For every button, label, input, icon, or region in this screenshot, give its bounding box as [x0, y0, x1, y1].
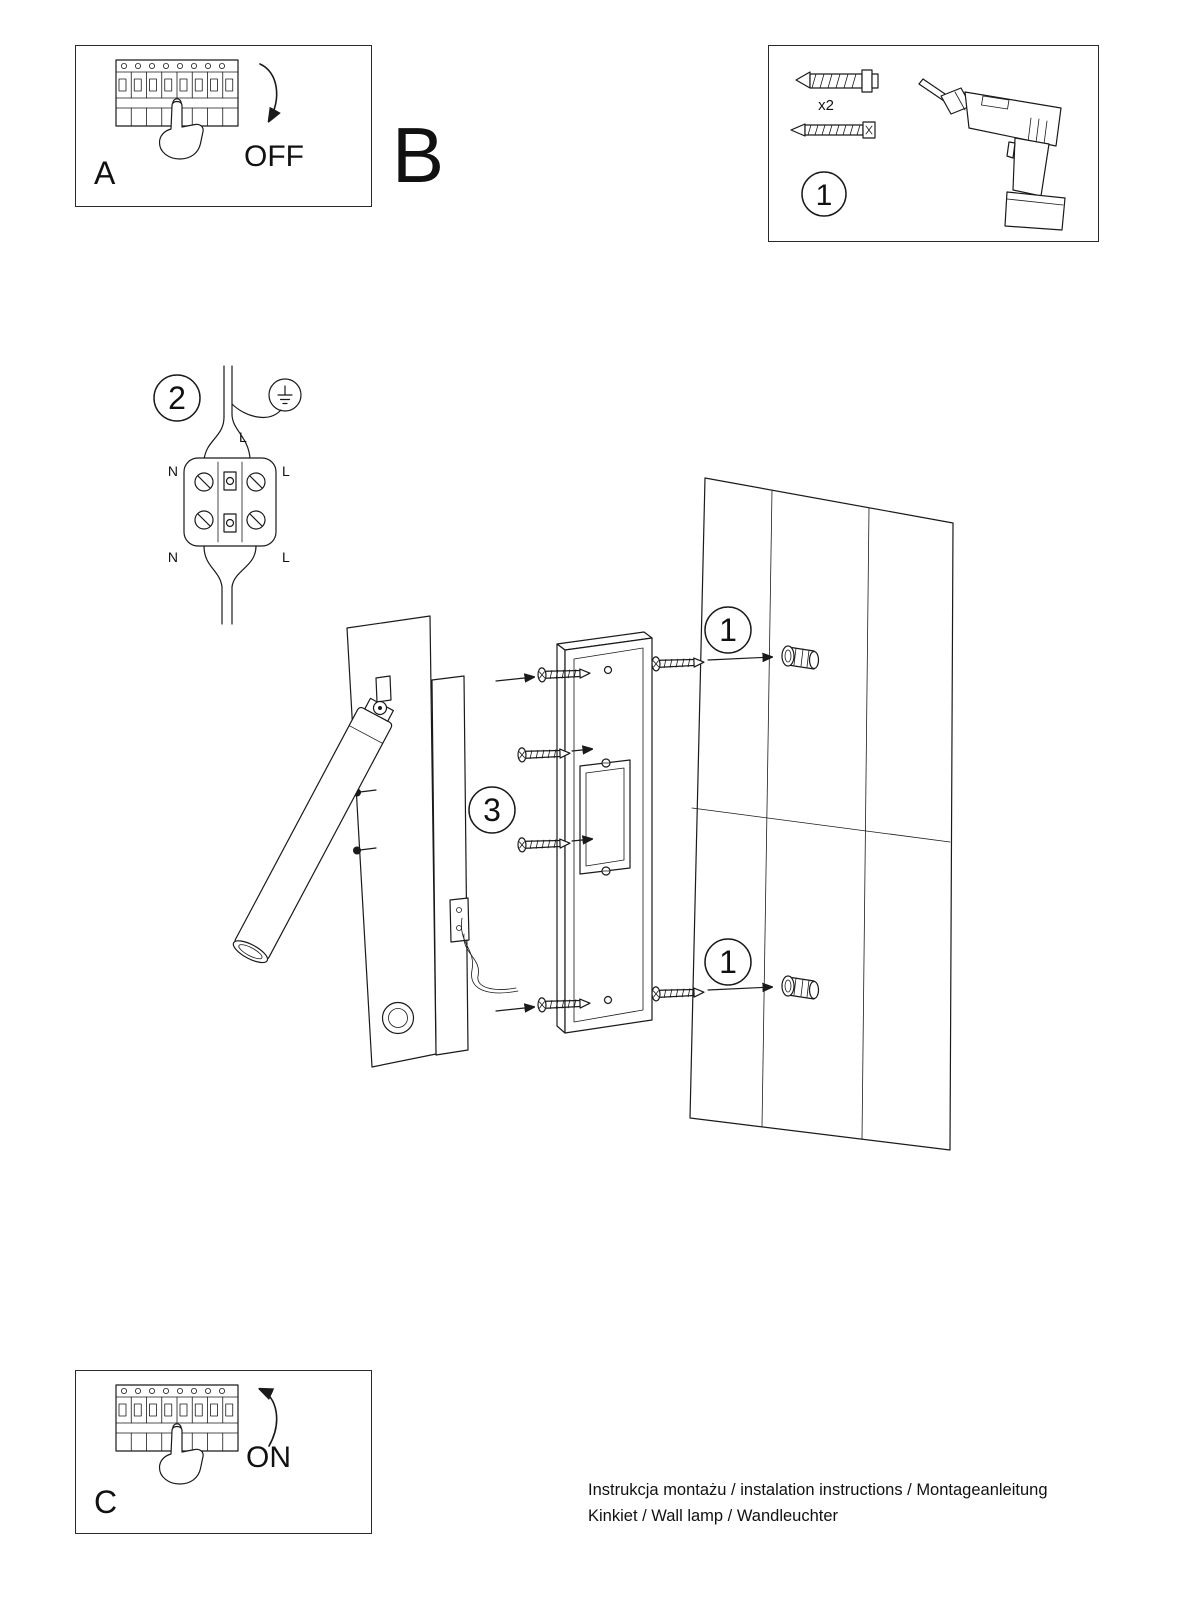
exploded-view: 1 1: [200, 448, 1010, 1208]
arrow-top-right: [707, 657, 772, 660]
arrow-bottom-right: [707, 987, 772, 990]
section-c-label: C: [94, 1484, 117, 1520]
pointing-hand-icon: [158, 100, 204, 160]
power-on-illustration: ON C: [94, 1384, 291, 1520]
screw-step-badge: 3: [468, 786, 516, 834]
svg-text:1: 1: [719, 944, 737, 980]
wall-anchor-icon: [795, 69, 879, 93]
tube-pivot-post: [375, 675, 392, 703]
footer-line-2: Kinkiet / Wall lamp / Wandleuchter: [588, 1506, 839, 1525]
svg-text:1: 1: [816, 179, 833, 212]
section-a-label: A: [94, 155, 116, 191]
lamp-wires: [461, 917, 519, 994]
junction-box: [579, 758, 631, 876]
screw-icon: [790, 121, 876, 139]
power-on-panel: ON C: [75, 1370, 372, 1534]
lamp-assembly: [232, 615, 519, 1068]
power-off-illustration: OFF A: [94, 59, 304, 191]
section-b-label: B: [392, 111, 445, 199]
lamp-back-plate: [431, 675, 469, 1056]
mounting-screw-top-right-icon: [651, 654, 705, 672]
switch-off-arrow-icon: [259, 63, 277, 121]
on-state-label: ON: [246, 1441, 291, 1474]
wiring-diagram: 2 L: [140, 362, 350, 652]
wall-anchor-bottom-icon: [781, 975, 820, 1000]
svg-text:2: 2: [168, 380, 186, 416]
terminal-block: [183, 457, 277, 547]
arrow-mid-bottom: [571, 839, 592, 841]
tube-pivot-pin: [378, 706, 382, 710]
arrow-mid-top: [571, 749, 592, 751]
footer-line-1: Instrukcja montażu / instalation instruc…: [588, 1481, 1048, 1499]
svg-text:3: 3: [483, 792, 501, 828]
wall-anchor-top-icon: [781, 645, 820, 670]
wire-label-left-n: N: [168, 463, 178, 479]
exploded-illustration: 1 1: [232, 477, 954, 1151]
ground-icon: [268, 378, 302, 412]
wire-label-bottom-l: L: [282, 549, 290, 565]
mounting-bracket: [556, 631, 653, 1034]
lamp-tube: [232, 697, 394, 964]
anchor-step-badge-bottom: 1: [704, 938, 752, 986]
wiring-step-badge: 2: [153, 374, 201, 422]
arrow-top-left: [495, 677, 534, 681]
lamp-front-plate: [346, 615, 437, 1068]
switch-knob-icon: [381, 1001, 415, 1035]
wire-label-right-l: L: [282, 463, 290, 479]
arrow-bottom-left: [495, 1007, 534, 1011]
footer: Instrukcja montażu / instalation instruc…: [588, 1478, 1128, 1529]
tools-box: x2 1: [768, 45, 1099, 242]
wire-label-top-l: L: [239, 429, 247, 445]
power-off-panel: OFF A: [75, 45, 372, 207]
svg-text:1: 1: [719, 612, 737, 648]
drill-icon: [918, 78, 1066, 231]
anchor-quantity-label: x2: [818, 97, 834, 114]
supply-cable-top: [203, 365, 282, 461]
anchor-step-badge-top: 1: [704, 606, 752, 654]
tools-step-badge: 1: [801, 171, 847, 217]
wiring-illustration: 2 L: [153, 365, 302, 625]
wire-connector: [449, 897, 470, 943]
switch-on-arrow-icon: [260, 1389, 278, 1447]
supply-cable-bottom: [203, 545, 257, 625]
tools-illustration: x2 1: [790, 69, 1066, 231]
wall-panel: [689, 477, 954, 1151]
off-state-label: OFF: [244, 140, 304, 173]
wire-label-bottom-n: N: [168, 549, 178, 565]
pointing-hand-icon: [158, 1425, 204, 1485]
